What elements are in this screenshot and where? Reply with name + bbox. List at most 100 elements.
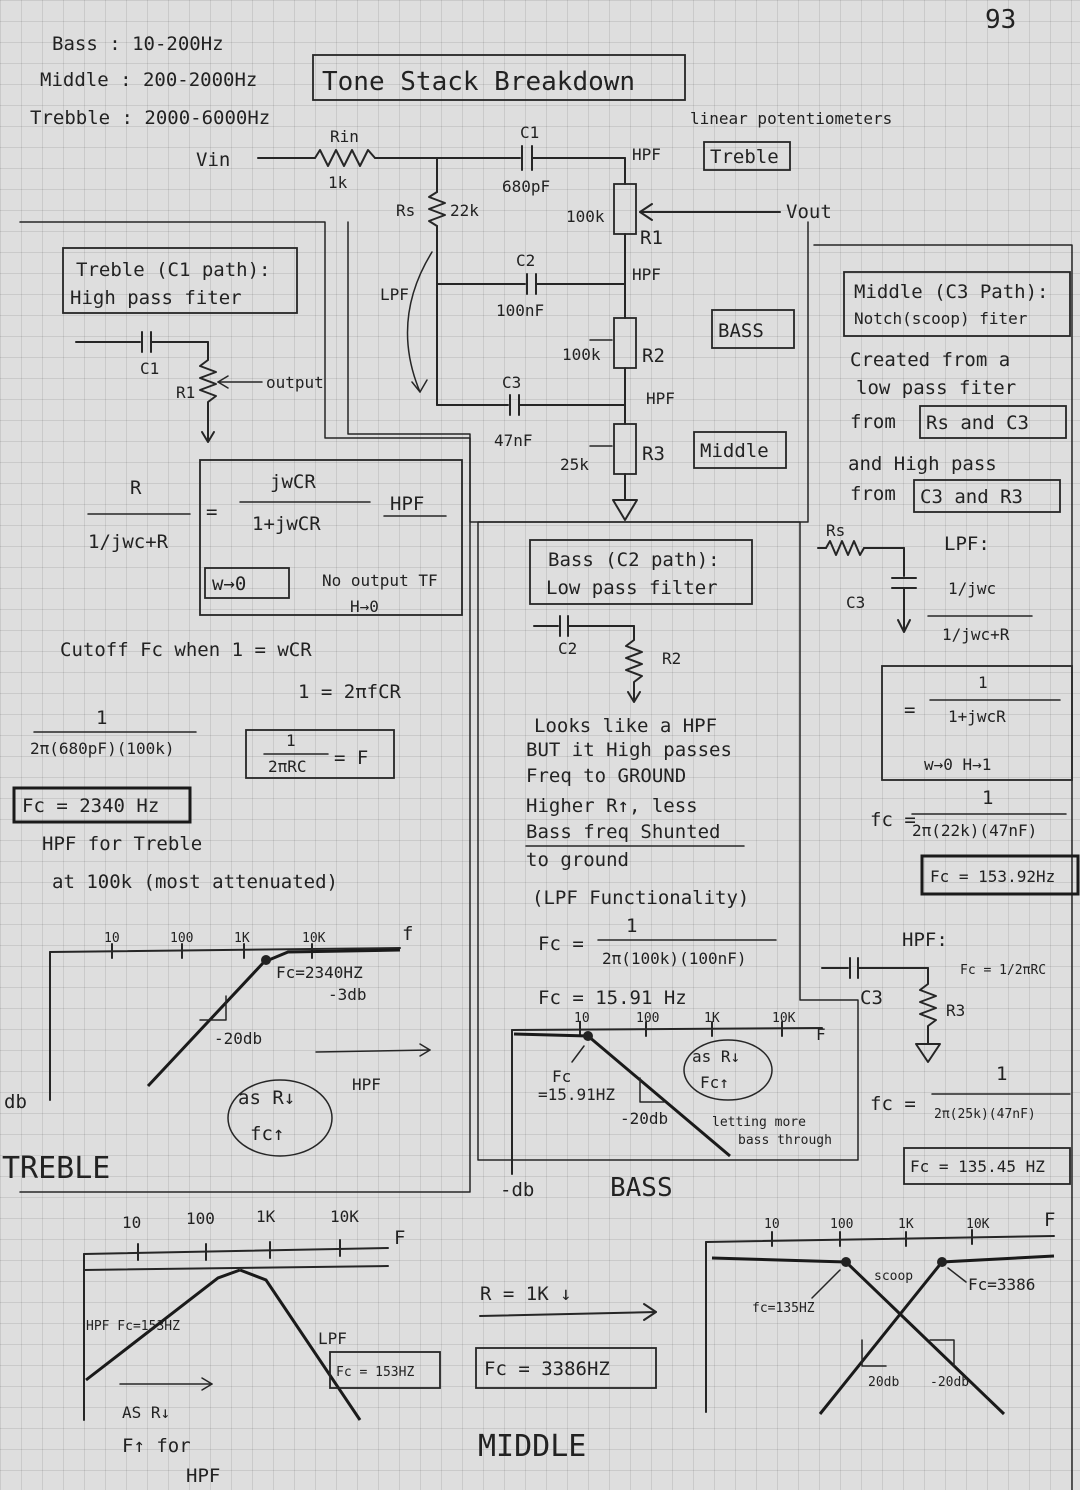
bass-graph-note-3: letting more [712, 1115, 806, 1130]
middle-hpf-fc-lhs: fc = [870, 1093, 916, 1115]
bass-fc-lhs: Fc = [538, 933, 584, 955]
bass-note-5: Bass freq Shunted [526, 821, 720, 843]
middle-rs-label: Rs [826, 521, 845, 540]
treble-r1-resistor [199, 341, 217, 441]
r2-label: R2 [642, 345, 665, 367]
lpf-arrowhead [411, 379, 428, 393]
c1-value: 680pF [502, 177, 550, 196]
note-linear-pots: linear potentiometers [690, 109, 892, 128]
treble-formula-box [245, 729, 395, 779]
summary-hpf: HPF [186, 1465, 220, 1487]
page-title: Tone Stack Breakdown [322, 67, 635, 97]
bass-section: Bass (C2 path): Low pass filter C2 R2 Lo… [500, 539, 832, 1203]
treble-eq: = [206, 501, 217, 523]
treble-formula-num: 1 [286, 731, 296, 750]
bass-note-3: Freq to GROUND [526, 765, 686, 787]
band-treble: Trebble : 2000-6000Hz [30, 107, 270, 129]
lpf-label: LPF [380, 285, 409, 304]
middle-heading-2: Notch(scoop) fiter [854, 309, 1028, 328]
r1-label: R1 [640, 227, 663, 249]
vout-label: Vout [786, 201, 832, 223]
middle-heading-1: Middle (C3 Path): [854, 281, 1048, 303]
middle-lpf-calc-num: 1 [982, 787, 993, 809]
summary-r-change: R = 1K ↓ [480, 1283, 572, 1305]
c2-label: C2 [516, 251, 535, 270]
treble-tick-label-10: 10 [104, 931, 120, 946]
bass-corner-2: =15.91HZ [538, 1085, 615, 1104]
middle-slope-1: 20db [868, 1375, 899, 1390]
treble-corner-point [261, 955, 271, 965]
r3-label: R3 [642, 443, 665, 465]
middle-note-4: and High pass [848, 453, 997, 475]
summary-tick-label-1k: 1K [256, 1207, 276, 1226]
middle-lpf-eq: = [904, 699, 915, 721]
summary-shift-arrowhead [201, 1377, 213, 1391]
middle-fc-lhs: fc = [870, 809, 916, 831]
middle-graph-axis-f: F [1044, 1209, 1055, 1231]
middle-section-border [813, 244, 1073, 1490]
treble-note-2: at 100k (most attenuated) [52, 871, 338, 893]
treble-minus3db: -3db [328, 985, 367, 1004]
bass-r2-ground-arrow [627, 691, 641, 703]
c3-value: 47nF [494, 431, 533, 450]
summary-r-arrow [479, 1311, 657, 1317]
middle-graph: 10 100 1K 10K F fc=135HZ scoop Fc=3386 2… [705, 1209, 1055, 1416]
treble-note-circle [227, 1079, 333, 1157]
bass-tick-label-10: 10 [574, 1011, 590, 1026]
treble-limit-box [204, 567, 290, 599]
summary-tick-label-10k: 10K [330, 1207, 359, 1226]
bass-tick-label-1k: 1K [704, 1011, 720, 1026]
hpf-label-2: HPF [632, 265, 661, 284]
bass-label: BASS [718, 320, 764, 342]
summary-lpf-fc-box [329, 1351, 441, 1389]
band-bass: Bass : 10-200Hz [52, 33, 224, 55]
treble-fc-result: Fc = 2340 Hz [22, 795, 159, 817]
treble-tf-tag: HPF [390, 493, 424, 515]
middle-note-3: from [850, 411, 896, 433]
bass-note-2: BUT it High passes [526, 739, 732, 761]
treble-limit: w→0 [212, 573, 246, 595]
bass-graph-x-axis [511, 1027, 823, 1031]
bass-note-6: to ground [526, 849, 629, 871]
middle-lpf-den: 1/jwc+R [942, 625, 1010, 644]
summary-fc-box [475, 1347, 657, 1389]
treble-shift-arrowhead [419, 1043, 431, 1057]
r3-pot [613, 423, 637, 475]
middle-tick-label-10: 10 [764, 1217, 780, 1232]
summary-axis-f: F [394, 1227, 405, 1249]
summary-hpf-curve [85, 1268, 241, 1382]
middle-fc-low-arrow [811, 1269, 841, 1299]
bass-note-7: (LPF Functionality) [532, 887, 749, 909]
lpf-arrow [406, 251, 433, 393]
middle-box-rs-c3-text: Rs and C3 [926, 412, 1029, 434]
title-box [312, 54, 686, 101]
treble-tf-den: 1+jwCR [252, 513, 321, 535]
summary-fc-result: Fc = 3386HZ [484, 1358, 610, 1380]
r1-value: 100k [566, 207, 605, 226]
ground-symbol [612, 499, 638, 521]
treble-c1-label: C1 [140, 359, 159, 378]
middle-fc-high: Fc=3386 [968, 1275, 1035, 1294]
middle-lpf-res-den: 1+jwcR [948, 707, 1006, 726]
treble-graph-tag: HPF [352, 1075, 381, 1094]
circuit-right-border [347, 221, 809, 523]
bass-r2-label: R2 [662, 649, 681, 668]
rs-resistor [428, 191, 446, 227]
middle-c3-label: C3 [846, 593, 865, 612]
treble-cutoff-1: Cutoff Fc when 1 = wCR [60, 639, 312, 661]
treble-label: Treble [710, 146, 779, 168]
bass-graph-axis-f: F [816, 1025, 826, 1044]
bass-graph-note-4: bass through [738, 1133, 832, 1148]
bass-note-1: Looks like a HPF [534, 715, 717, 737]
hpf-label-3: HPF [646, 389, 675, 408]
bass-tick-label-10k: 10K [772, 1011, 796, 1026]
treble-r1-ground-arrow [201, 431, 215, 443]
bass-corner-arrow [571, 1045, 585, 1063]
middle-hpf-calc-den: 2π(25k)(47nF) [934, 1107, 1036, 1122]
treble-heading-2: High pass fiter [70, 287, 242, 309]
middle-fc-low-point [841, 1257, 851, 1267]
middle-graph-x-axis [705, 1235, 1055, 1243]
middle-slope-2: -20db [930, 1375, 969, 1390]
